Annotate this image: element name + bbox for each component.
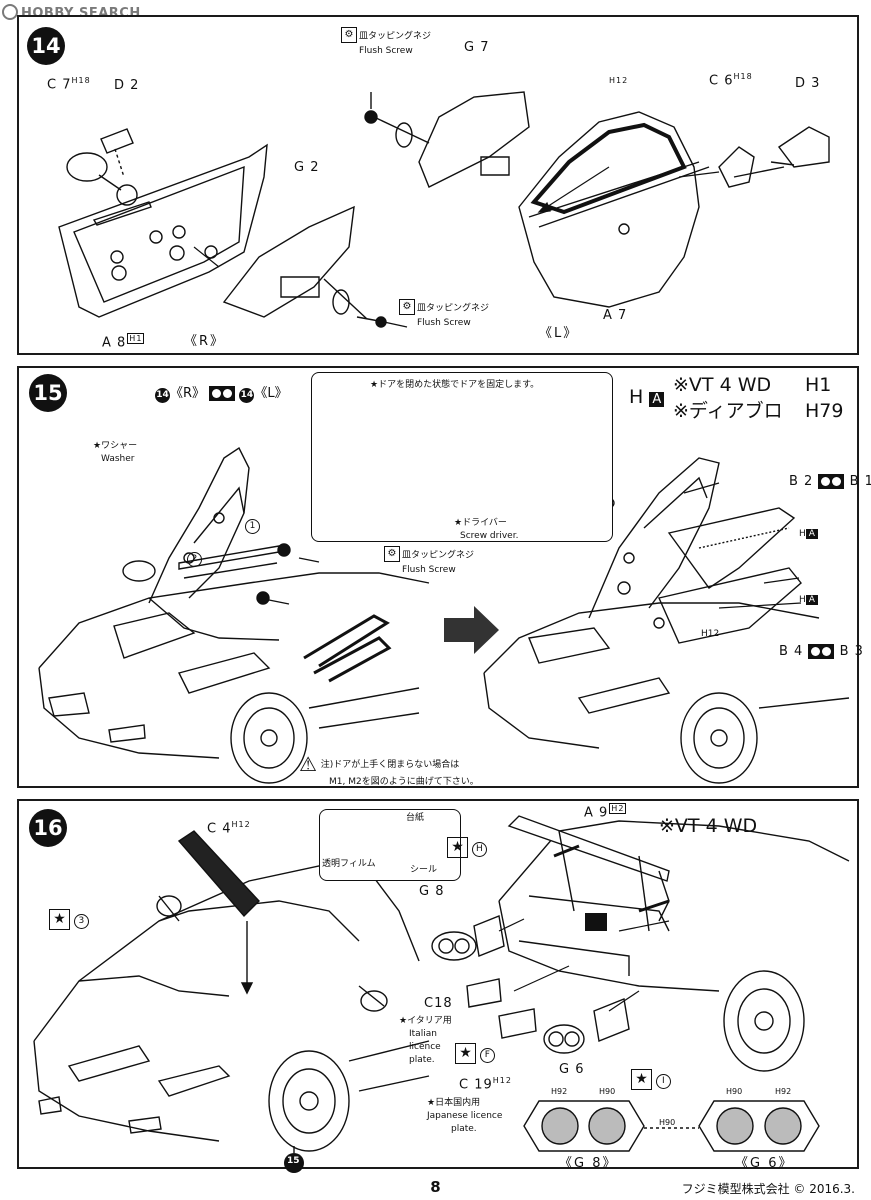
step-number: 16	[29, 809, 67, 847]
variant-vt4wd: ※VT 4 WD	[659, 815, 758, 837]
part-a7-label: A 7	[603, 308, 628, 323]
part-g6-label: G 6	[559, 1062, 585, 1077]
taillight-mid-h90: H90	[659, 1118, 676, 1127]
italian-plate-callout: ★イタリア用 Italian licence plate.	[399, 1016, 452, 1065]
side-left-label: 《L》	[539, 326, 579, 341]
callout-circle-1: 1	[245, 518, 260, 534]
decal-star-icon: ★	[447, 837, 468, 858]
part-c7-label: C 7H18	[47, 76, 91, 93]
door-fit-note: ⚠ 注)ドアが上手く閉まらない場合は M1, M2を図のように曲げて下さい。	[299, 752, 479, 787]
variant-diablo: ※ディアブロ	[673, 400, 783, 422]
connect-icon	[818, 474, 845, 489]
warning-icon: ⚠	[299, 752, 317, 776]
part-h12: H12	[701, 629, 720, 639]
part-d2-label: D 2	[114, 78, 140, 93]
part-g8-label: G 8	[419, 884, 445, 899]
ref-step-15: 15	[287, 1156, 300, 1166]
decal-f: ★ F	[455, 1043, 495, 1064]
step-15-panel: 15 14《R》 14《L》	[17, 366, 871, 788]
variant-vt4wd: ※VT 4 WD	[673, 374, 772, 396]
decal-3: ★ 3	[49, 909, 89, 930]
step-14-panel: 14	[17, 15, 859, 355]
variant-vt4wd-runner: H1	[805, 374, 832, 396]
part-c4-label: C 4H12	[207, 820, 251, 837]
part-c19-label: C 19H12	[459, 1076, 512, 1093]
decal-star-icon: ★	[631, 1069, 652, 1090]
inset-seal-label: シール	[410, 865, 438, 875]
taillight-g6-h90: H90	[726, 1087, 743, 1096]
variant-diablo-runner: H79	[805, 400, 844, 422]
taillight-g6-label: 《G 6》	[735, 1156, 794, 1171]
taillight-g6-h92: H92	[775, 1087, 792, 1096]
screw-icon: ⚙	[399, 299, 415, 315]
japan-plate-callout: ★日本国内用 Japanese licence plate.	[427, 1098, 503, 1134]
inset-instruction: ★ドアを閉めた状態でドアを固定します。	[370, 380, 540, 390]
step-number: 15	[29, 374, 67, 412]
step-14-illustration	[58, 91, 830, 328]
part-h12-label: H12	[609, 76, 629, 85]
flush-screw-callout-bottom: ⚙皿タッピングネジ Flush Screw	[399, 299, 489, 328]
connect-icon	[808, 644, 835, 659]
inset-decal-layers: 台紙 透明フィルム シール	[319, 809, 461, 881]
side-right-label: 《R》	[184, 334, 226, 349]
maker-credit: フジミ模型株式会社 © 2016.3.	[681, 1182, 855, 1196]
connect-icon	[209, 386, 236, 401]
logo-icon	[2, 4, 18, 20]
part-c6-label: C 6H18	[709, 72, 753, 89]
decal-h: ★ H	[447, 837, 487, 858]
part-b4-b3: B 4 B 3	[779, 644, 864, 659]
inset-film-label: 透明フィルム	[322, 859, 376, 869]
screw-icon: ⚙	[341, 27, 357, 43]
decal-i: ★ I	[631, 1069, 671, 1090]
page-number: 8	[430, 1178, 441, 1196]
taillight-g8-label: 《G 8》	[559, 1156, 618, 1171]
part-d3-label: D 3	[795, 76, 821, 91]
decal-star-icon: ★	[455, 1043, 476, 1064]
part-g2-label: G 2	[294, 160, 320, 175]
step-number: 14	[27, 27, 65, 65]
part-c18-label: C18	[424, 996, 453, 1011]
part-g7-label: G 7	[464, 40, 490, 55]
taillight-g8-h92: H92	[551, 1087, 568, 1096]
variant-paint-box: H A	[629, 388, 665, 407]
screw-icon: ⚙	[384, 546, 400, 562]
taillight-g8-h90: H90	[599, 1087, 616, 1096]
prerequisite-steps: 14《R》 14《L》	[155, 386, 288, 403]
decal-star-icon: ★	[49, 909, 70, 930]
step-16-illustration	[33, 815, 850, 1173]
flush-screw-callout: ⚙皿タッピングネジ Flush Screw	[384, 546, 474, 575]
flush-screw-callout-top: ⚙皿タッピングネジ Flush Screw	[341, 27, 431, 56]
step-16-panel: 16	[17, 799, 859, 1173]
inset-daishi-label: 台紙	[406, 813, 425, 823]
callout-circle-2: 2	[187, 551, 202, 567]
part-b2-b1: B 2 B 1	[789, 474, 871, 489]
